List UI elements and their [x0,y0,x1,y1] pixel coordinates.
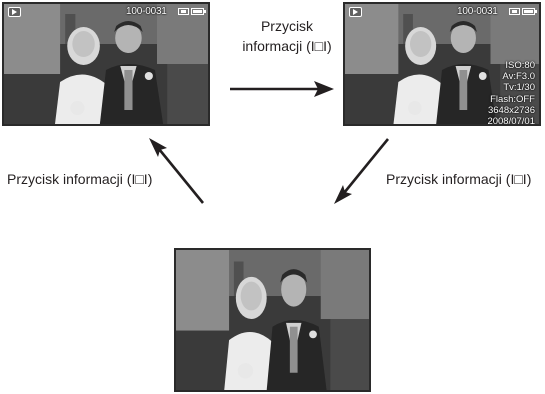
arrow-down-left-icon [334,138,390,204]
resolution-value: 3648x2736 [487,104,535,116]
flash-value: Flash:OFF [490,93,535,105]
iso-value: ISO:80 [505,60,535,71]
caption-top-line1: Przycisk [260,18,314,34]
battery-icon [191,8,206,15]
couple-photo [4,4,208,124]
aperture-value: Av:F3.0 [502,71,535,83]
file-number: 100-0031 [457,6,498,17]
image-size-icon [509,8,520,15]
arrow-right-icon [230,81,334,97]
caption-left: Przycisk informacji (I□I) [7,171,153,187]
caption-top-line2: informacji (I□I) [242,38,332,54]
screen-shooting-info: 100-0031 ISO:80 Av:F3.0 Tv:1/30 Flash:OF… [343,2,541,126]
image-size-icon [178,8,189,15]
status-bar: 100-0031 [345,4,539,20]
file-number: 100-0031 [126,6,167,17]
screen-basic-info: 100-0031 [2,2,210,126]
screen-no-info [174,248,371,392]
caption-right: Przycisk informacji (I□I) [386,171,532,187]
play-icon [8,7,21,17]
battery-icon [522,8,537,15]
couple-photo [345,4,539,124]
status-bar: 100-0031 [4,4,208,20]
couple-photo [176,250,369,390]
date-value: 2008/07/01 [487,116,535,126]
play-icon [349,7,362,17]
arrow-up-left-icon [149,138,205,204]
shutter-value: Tv:1/30 [503,82,535,94]
caption-top: Przycisk informacji (I□I) [232,16,342,56]
shooting-info-overlay: ISO:80 Av:F3.0 Tv:1/30 Flash:OFF 3648x27… [487,60,535,126]
